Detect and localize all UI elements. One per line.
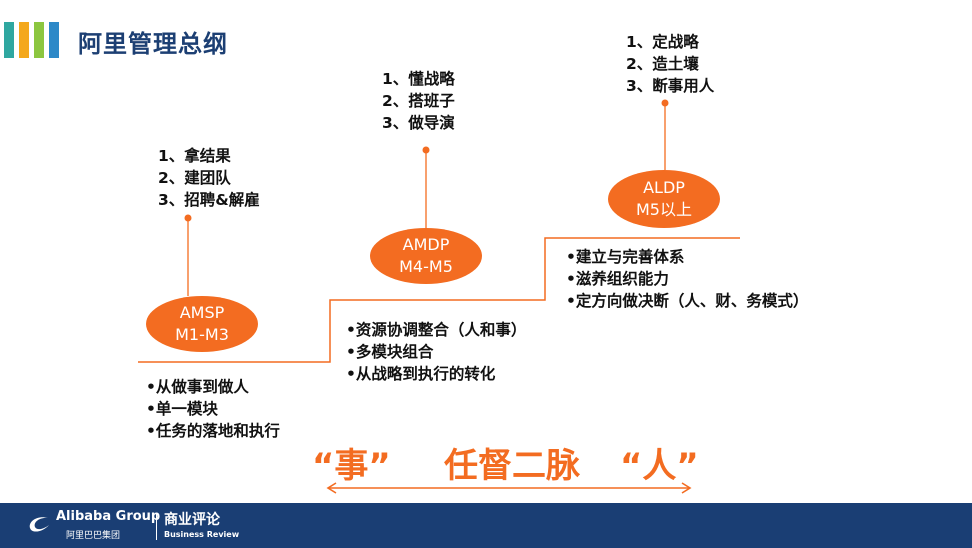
list-item: •任务的落地和执行 — [146, 422, 280, 440]
list-item: •资源协调整合（人和事） — [346, 321, 527, 339]
badge-line2: M1-M3 — [175, 325, 229, 344]
list-item: 1、懂战略 — [382, 70, 455, 88]
list-item: 1、拿结果 — [158, 147, 231, 165]
list-item: 1、定战略 — [626, 33, 699, 51]
list-item: 3、做导演 — [382, 114, 455, 132]
staircase-line — [138, 237, 740, 363]
axis-label-shi: “事” — [312, 446, 391, 486]
business-review-cn: 商业评论 — [164, 512, 220, 528]
list-item: 2、搭班子 — [382, 92, 455, 110]
badge-line1: AMSP — [179, 303, 225, 322]
axis-label-ren: “人” — [620, 446, 699, 486]
list-item: 2、建团队 — [158, 169, 231, 187]
amsp-badge: AMSP M1-M3 — [146, 296, 258, 352]
decorative-color-bars — [4, 22, 59, 58]
badge-line1: AMDP — [402, 235, 450, 254]
connector-dot-aldp — [661, 99, 669, 107]
list-item: •建立与完善体系 — [566, 248, 685, 266]
amdp-bottom-list: •资源协调整合（人和事） •多模块组合 •从战略到执行的转化 — [346, 319, 526, 385]
connector-dot-amsp — [184, 214, 192, 222]
badge-line1: ALDP — [643, 178, 685, 197]
list-item: 3、招聘&解雇 — [158, 191, 260, 209]
aldp-badge: ALDP M5以上 — [608, 170, 720, 228]
alibaba-logo-icon — [29, 517, 49, 532]
list-item: •单一模块 — [146, 400, 218, 418]
alibaba-group-cn-text: 阿里巴巴集团 — [66, 531, 121, 541]
list-item: 3、断事用人 — [626, 77, 715, 95]
color-bar-blue — [49, 22, 59, 58]
color-bar-teal — [4, 22, 14, 58]
list-item: •定方向做决断（人、财、务模式） — [566, 292, 809, 310]
amdp-top-list: 1、懂战略 2、搭班子 3、做导演 — [382, 68, 455, 134]
amdp-badge: AMDP M4-M5 — [370, 228, 482, 284]
amsp-bottom-list: •从做事到做人 •单一模块 •任务的落地和执行 — [146, 376, 280, 442]
amsp-top-list: 1、拿结果 2、建团队 3、招聘&解雇 — [158, 145, 260, 211]
axis-label-center: 任督二脉 — [444, 446, 580, 486]
axis-arrow-right-head — [681, 482, 692, 494]
list-item: 2、造土壤 — [626, 55, 699, 73]
axis-arrow-left-head — [326, 482, 337, 494]
alibaba-group-text: Alibaba Group — [56, 509, 161, 524]
list-item: •多模块组合 — [346, 343, 434, 361]
list-item: •从战略到执行的转化 — [346, 365, 496, 383]
badge-line2: M5以上 — [636, 200, 692, 219]
business-review-en: Business Review — [164, 530, 240, 539]
list-item: •从做事到做人 — [146, 378, 249, 396]
aldp-bottom-list: •建立与完善体系 •滋养组织能力 •定方向做决断（人、财、务模式） — [566, 246, 808, 312]
color-bar-orange — [19, 22, 29, 58]
footer-bar: Alibaba Group 阿里巴巴集团 商业评论 Business Revie… — [0, 503, 972, 548]
list-item: •滋养组织能力 — [566, 270, 669, 288]
color-bar-green — [34, 22, 44, 58]
footer-divider — [156, 513, 157, 540]
badge-line2: M4-M5 — [399, 257, 453, 276]
aldp-top-list: 1、定战略 2、造土壤 3、断事用人 — [626, 31, 714, 97]
connector-dot-amdp — [422, 146, 430, 154]
slide-title: 阿里管理总纲 — [78, 30, 228, 58]
